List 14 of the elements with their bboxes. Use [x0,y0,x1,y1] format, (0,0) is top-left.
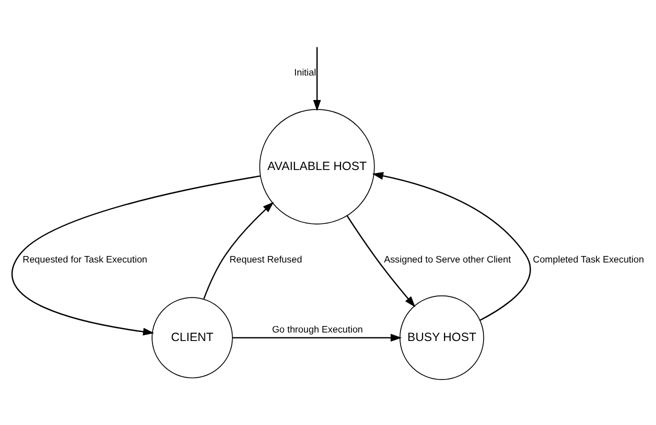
arrow [346,214,416,307]
edge-label: Assigned to Serve other Client [384,252,511,264]
arrow [12,174,260,336]
arrow [372,172,531,320]
arrow [313,46,321,111]
edge-label: Initial [294,66,316,78]
node-circle: CLIENT [152,296,233,378]
edge-label: Go through Execution [272,322,363,334]
edge-label: Request Refused [229,252,302,264]
arrow [232,333,402,342]
node-circle: AVAILABLE HOST [259,108,375,224]
edge-label: Completed Task Execution [532,252,644,264]
edge-label: Requested for Task Execution [22,252,148,264]
arrow [203,201,274,299]
